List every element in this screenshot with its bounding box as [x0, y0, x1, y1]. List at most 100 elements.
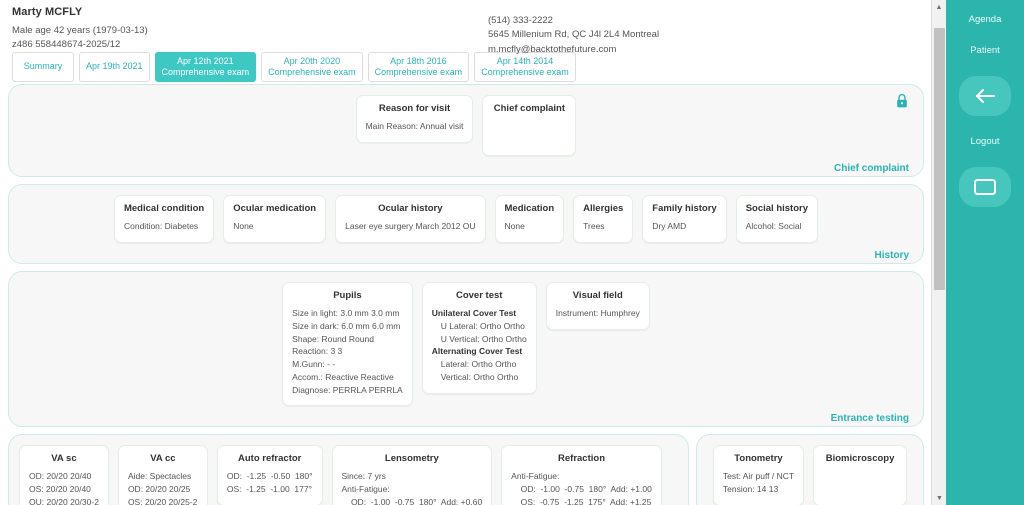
- sidebar-logout[interactable]: Logout: [970, 136, 1000, 147]
- card-line: Reaction: 3 3: [292, 346, 343, 357]
- card-line: U Vertical: Ortho Ortho: [440, 333, 527, 344]
- card-title: Ocular history: [378, 203, 443, 214]
- page-title: Marty MCFLY: [12, 6, 83, 18]
- card-title: Ocular medication: [233, 203, 317, 214]
- card-body: Unilateral Cover Test U Lateral: Ortho Or…: [432, 307, 527, 384]
- card-line: Anti-Fatigue:: [341, 484, 390, 494]
- card-line: None: [504, 221, 525, 231]
- card-line: Aide: Spectacles: [127, 471, 192, 482]
- card-body: Condition: Diabetes: [124, 220, 204, 233]
- card-body: Anti-Fatigue: OD: -1.00 -0.75 180° Add: …: [511, 470, 652, 505]
- card-line: Laser eye surgery March 2012 OU: [345, 221, 476, 231]
- card-title: Pupils: [333, 290, 362, 301]
- card-line: Instrument: Humphrey: [555, 308, 640, 318]
- card-title: VA sc: [51, 453, 77, 465]
- card-line: Alternating Cover Test: [431, 346, 523, 357]
- tab-summary[interactable]: Summary: [12, 52, 74, 82]
- card-title: Allergies: [583, 203, 624, 214]
- card-title: Chief complaint: [493, 103, 566, 114]
- card-line: Test: Air puff / NCT: [722, 471, 795, 482]
- card-title: Family history: [652, 203, 717, 214]
- card-line: OS: 20/20 20/25-2: [127, 496, 198, 505]
- tab-label-primary: Summary: [23, 61, 63, 72]
- back-arrow-icon[interactable]: [959, 76, 1011, 116]
- card-body: Dry AMD: [652, 220, 716, 233]
- sidebar-patient[interactable]: Patient: [970, 45, 1000, 56]
- card-line: OD: -1.25 -0.50 180°: [226, 471, 313, 482]
- card-title: Tonometry: [734, 453, 783, 465]
- scrollbar-thumb[interactable]: [934, 28, 945, 290]
- section-label-entrance-testing: Entrance testing: [830, 413, 909, 425]
- patient-header: Marty MCFLY Male age 42 years (1979-03-1…: [0, 0, 946, 55]
- window-icon[interactable]: [959, 167, 1011, 207]
- card-line: M.Gunn: - -: [292, 359, 336, 369]
- tab-label-secondary: Comprehensive exam: [481, 67, 569, 77]
- card-title: Social history: [745, 203, 809, 214]
- card-title: Refraction: [558, 453, 605, 465]
- card-body: None: [505, 220, 555, 233]
- card-line: Tension: 14 13: [722, 484, 779, 494]
- patient-phone: (514) 333-2222: [488, 15, 553, 26]
- card-title: VA cc: [150, 453, 176, 465]
- card-body: [492, 120, 566, 146]
- card-line: Accom.: Reactive Reactive: [292, 371, 394, 382]
- card-line: Condition: Diabetes: [123, 221, 199, 231]
- tab-apr-19th-2021[interactable]: Apr 19th 2021: [79, 52, 150, 82]
- card-title: Medication: [504, 203, 555, 214]
- card-biomicroscopy[interactable]: Biomicroscopy: [813, 445, 908, 505]
- patient-email: m.mcfly@backtothefuture.com: [488, 43, 617, 55]
- card-line: OU: 20/20 20/30-2: [29, 496, 99, 505]
- sidebar-agenda[interactable]: Agenda: [968, 14, 1002, 25]
- card-line: OS: -1.25 -1.00 177°: [226, 484, 313, 494]
- vertical-scrollbar[interactable]: ▲ ▼: [931, 0, 946, 505]
- tab-label-primary: Apr 14th 2014: [496, 55, 554, 66]
- card-title: Cover test: [455, 290, 503, 301]
- card-line: OD: 20/20 20/40: [29, 471, 92, 482]
- card-title: Biomicroscopy: [825, 453, 895, 465]
- card-chief-complaint[interactable]: Chief complaint: [482, 95, 577, 156]
- scroll-up-arrow-icon[interactable]: ▲: [935, 3, 943, 11]
- card-line: U Lateral: Ortho Ortho: [440, 320, 525, 331]
- tab-label-primary: Apr 18th 2016: [390, 55, 447, 66]
- tab-label-secondary: Comprehensive exam: [374, 67, 463, 77]
- lock-icon[interactable]: [895, 93, 909, 109]
- card-body: Laser eye surgery March 2012 OU: [345, 220, 475, 233]
- card-body: Instrument: Humphrey: [556, 307, 640, 320]
- card-line: Diagnose: PERRLA PERRLA: [292, 384, 403, 395]
- card-line: Dry AMD: [652, 221, 687, 231]
- card-title: Visual field: [572, 290, 623, 301]
- scroll-down-arrow-icon[interactable]: ▼: [936, 494, 943, 502]
- card-line: Unilateral Cover Test: [431, 308, 517, 318]
- tab-label-secondary: Comprehensive exam: [268, 67, 356, 77]
